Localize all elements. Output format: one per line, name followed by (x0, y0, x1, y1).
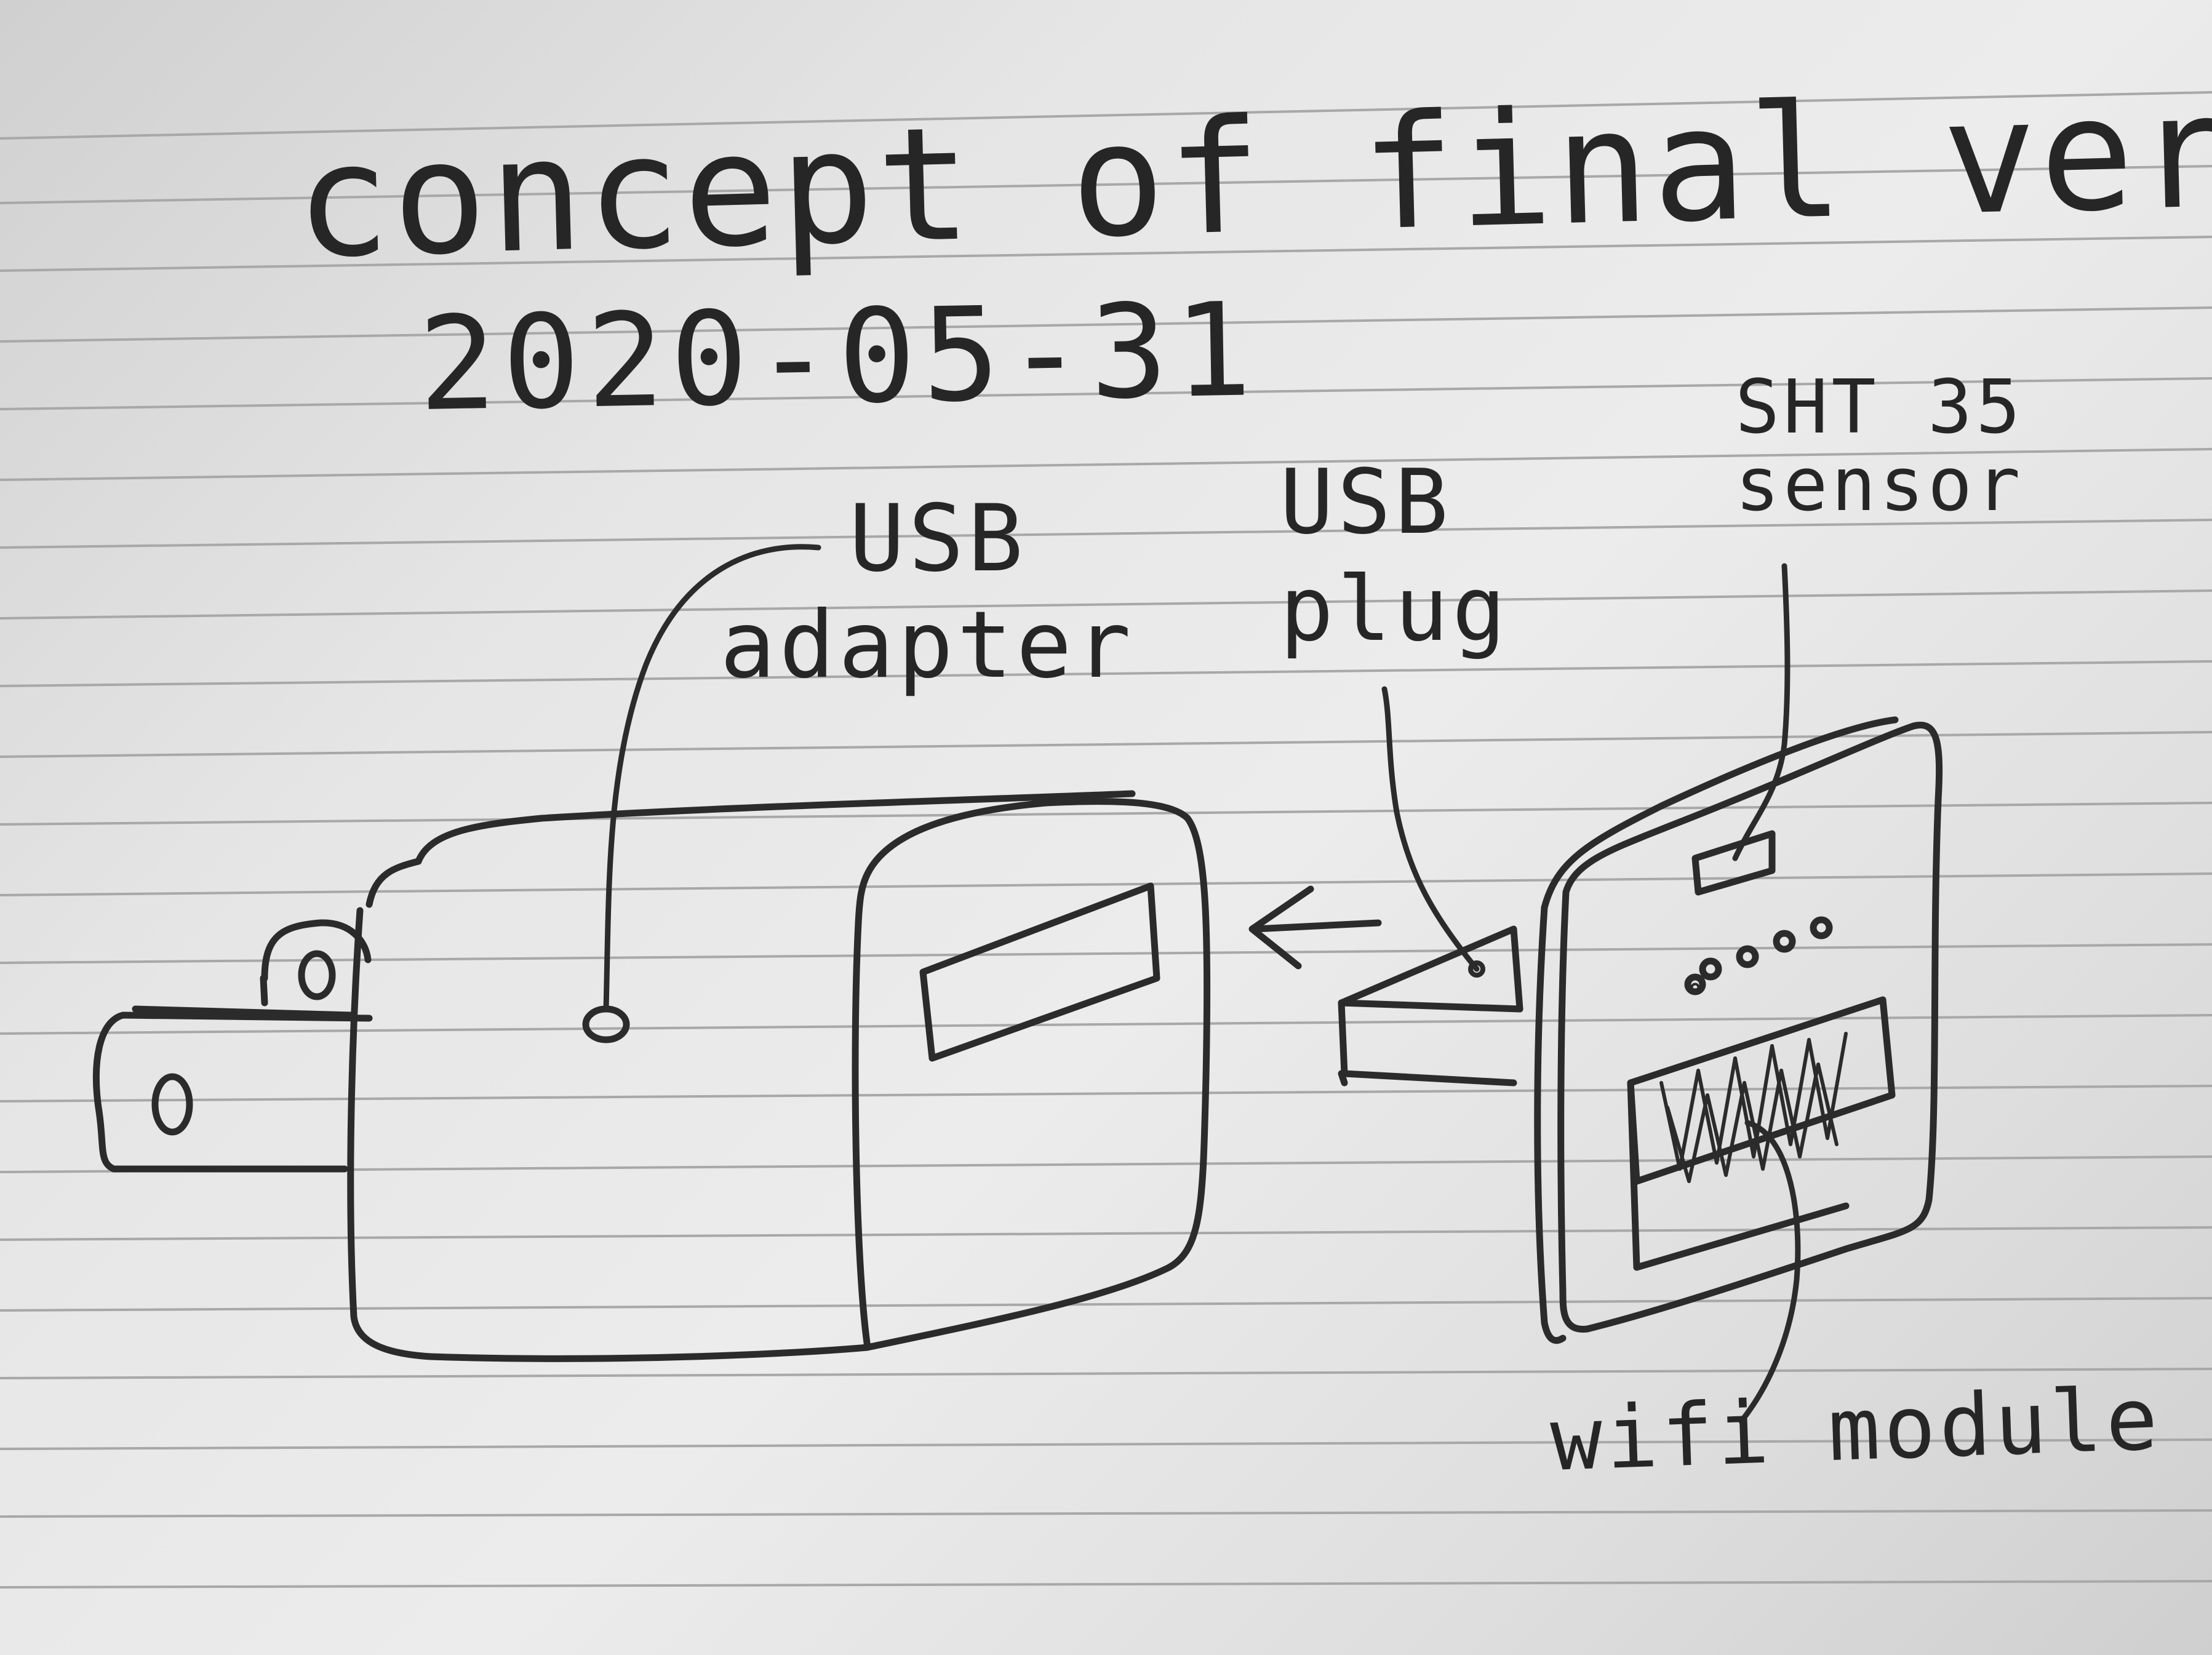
usb-adapter-label-line1: USB (849, 485, 1027, 592)
usb-plug-leader (1381, 686, 1480, 972)
wifi-module-leader (1738, 1120, 1801, 1424)
usb-adapter-drawing (92, 790, 1211, 1362)
usb-plug-label: USB plug (1280, 449, 1509, 663)
usb-plug-label-line1: USB (1280, 450, 1452, 554)
sensor-label: SHT 35 sensor (1735, 369, 2024, 524)
sensor-label-line1: SHT 35 (1735, 365, 2024, 450)
wifi-module-label: wifi module (1549, 1369, 2163, 1491)
sensor-leader (1732, 563, 1791, 861)
usb-adapter-leader (603, 544, 821, 1012)
usb-plug-label-line2: plug (1280, 557, 1510, 661)
sensor-label-line2: sensor (1735, 442, 2024, 528)
ruled-lines (0, 91, 2212, 1589)
title-date: 2020-05-31 (417, 274, 1260, 440)
sensor-board-drawing (1338, 716, 1943, 1344)
usb-plug-dot (1468, 960, 1485, 978)
insert-arrow (1248, 885, 1382, 970)
usb-adapter-label-line2: adapter (720, 591, 1135, 699)
usb-adapter-label: USB adapter (720, 486, 1135, 698)
